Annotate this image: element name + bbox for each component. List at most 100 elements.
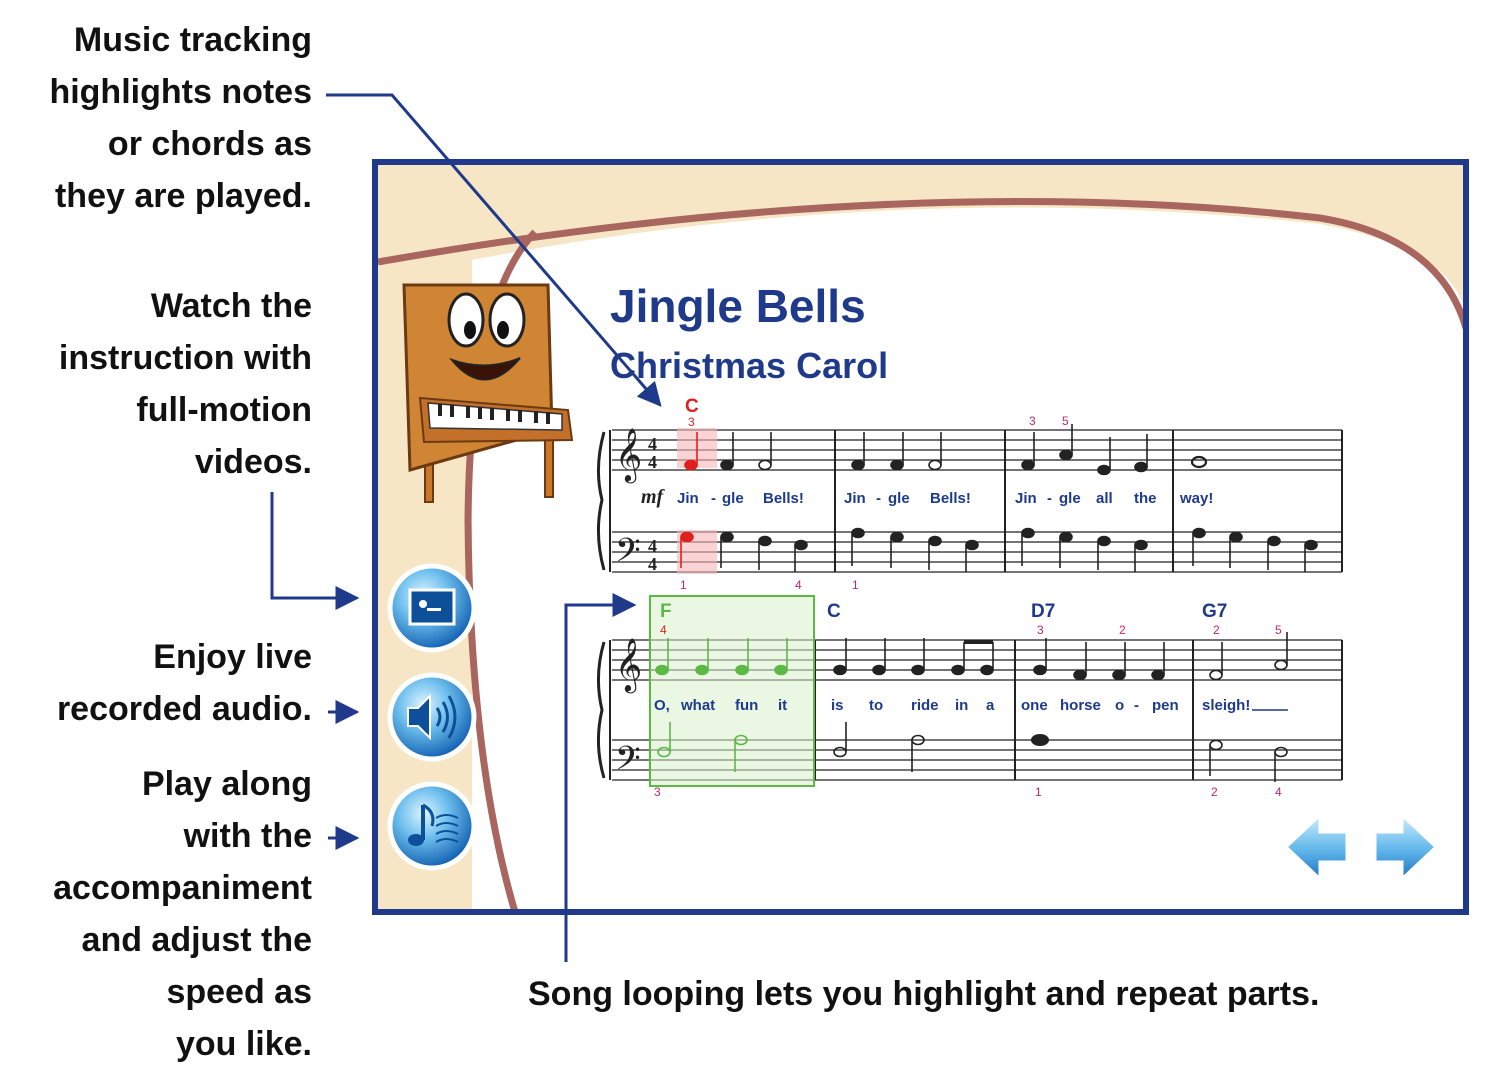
lyric: ride: [911, 697, 939, 714]
lyric: Jin: [844, 490, 866, 507]
accompaniment-button[interactable]: [387, 781, 477, 871]
callout-line: Enjoy live: [153, 638, 312, 676]
callout-line: they are played.: [54, 177, 312, 215]
video-button[interactable]: [387, 563, 477, 653]
svg-text:𝄢: 𝄢: [615, 740, 641, 786]
chord-symbol: G7: [1202, 601, 1227, 622]
callout-line: with the: [183, 817, 312, 855]
frame-border: [372, 159, 1469, 915]
svg-text:4: 4: [648, 452, 657, 472]
speaker-icon: [407, 693, 457, 741]
svg-text:4: 4: [648, 554, 657, 574]
finger-number: 3: [1037, 623, 1044, 637]
callout-audio: Enjoy live recorded audio.: [57, 631, 312, 735]
song-title: Jingle Bells: [610, 280, 866, 332]
lyric: way!: [1179, 490, 1213, 507]
arc-top: [377, 198, 1470, 329]
svg-text:𝄞: 𝄞: [615, 427, 642, 483]
finger-number: 4: [795, 578, 802, 592]
callout-playalong: Play along with the accompaniment and ad…: [53, 758, 312, 1070]
callout-line: or chords as: [107, 125, 312, 163]
lyric: Jin: [1015, 490, 1037, 507]
lyric: horse: [1060, 697, 1101, 714]
callout-line: Music tracking: [73, 21, 312, 59]
app-window: [372, 159, 1470, 915]
callout-line: and adjust the: [81, 921, 312, 959]
finger-number: 5: [1275, 623, 1282, 637]
lyric: the: [1134, 490, 1157, 507]
finger-number: 3: [688, 415, 695, 429]
callout-line: Watch the: [150, 287, 312, 325]
song-subtitle: Christmas Carol: [610, 345, 888, 386]
dynamic-marking: mf: [641, 486, 666, 508]
chord-symbol: F: [660, 601, 672, 622]
lyric: one: [1021, 697, 1048, 714]
callout-line: videos.: [194, 443, 312, 481]
svg-text:4: 4: [648, 434, 657, 454]
back-arrow-button[interactable]: [1283, 811, 1349, 883]
finger-number: 2: [1211, 785, 1218, 799]
finger-number: 3: [1029, 414, 1036, 428]
callout-line: instruction with: [58, 339, 312, 377]
finger-number: 1: [1035, 785, 1042, 799]
forward-arrow-button[interactable]: [1373, 811, 1439, 883]
audio-button[interactable]: [387, 672, 477, 762]
chord-symbol: D7: [1031, 601, 1055, 622]
svg-text:𝄢: 𝄢: [615, 532, 641, 578]
finger-number: 1: [680, 578, 687, 592]
staff-system-2: 𝄞 𝄢: [596, 595, 1343, 799]
lyric: sleigh!: [1202, 697, 1250, 714]
lyric: gle: [1059, 490, 1081, 507]
lyric: pen: [1152, 697, 1179, 714]
finger-number: 1: [852, 578, 859, 592]
callout-line: highlights notes: [49, 73, 312, 111]
loop-selection[interactable]: [649, 595, 815, 787]
callout-line: you like.: [175, 1025, 312, 1063]
svg-text:𝄞: 𝄞: [615, 637, 642, 693]
piano-mascot: [402, 283, 574, 503]
lyric: Bells!: [930, 490, 971, 507]
finger-number: 3: [654, 785, 661, 799]
staff-system-1: 𝄞 𝄢 4 4 4 4: [596, 396, 1343, 592]
chord-symbol: C: [685, 396, 699, 417]
finger-number: 2: [1119, 623, 1126, 637]
finger-number: 5: [1062, 414, 1069, 428]
finger-number: 4: [1275, 785, 1282, 799]
arrow-left-icon: [1283, 811, 1349, 883]
callout-looping: Song looping lets you highlight and repe…: [528, 975, 1320, 1013]
callout-line: accompaniment: [53, 869, 312, 907]
lyric: gle: [722, 490, 744, 507]
lyric: -: [711, 490, 716, 507]
lyric: o: [1115, 697, 1124, 714]
callout-leaders: [270, 93, 662, 962]
lyric: is: [831, 697, 844, 714]
callout-line: Play along: [141, 765, 312, 803]
lyric: Bells!: [763, 490, 804, 507]
video-icon: [408, 588, 456, 626]
lyric: a: [986, 697, 995, 714]
callout-line: speed as: [166, 973, 312, 1011]
chord-symbol: C: [827, 601, 841, 622]
lyric: to: [869, 697, 883, 714]
callout-line: recorded audio.: [56, 690, 312, 728]
lyric: O,: [654, 697, 670, 714]
lyric: it: [778, 697, 787, 714]
lyric: all: [1096, 490, 1113, 507]
lyric: in: [955, 697, 968, 714]
lyric: Jin: [677, 490, 699, 507]
callout-line: full-motion: [136, 391, 312, 429]
lyric: -: [876, 490, 881, 507]
lyric: -: [1134, 697, 1139, 714]
arrow-right-icon: [1373, 811, 1439, 883]
svg-text:4: 4: [648, 536, 657, 556]
finger-number: 2: [1213, 623, 1220, 637]
lyric: what: [680, 697, 715, 714]
callout-tracking: Music tracking highlights notes or chord…: [49, 14, 312, 222]
lyric: fun: [735, 697, 758, 714]
lyric: -: [1047, 490, 1052, 507]
music-note-icon: [408, 803, 459, 846]
finger-number: 4: [660, 623, 667, 637]
callout-video: Watch the instruction with full-motion v…: [59, 280, 312, 488]
lyric: gle: [888, 490, 910, 507]
